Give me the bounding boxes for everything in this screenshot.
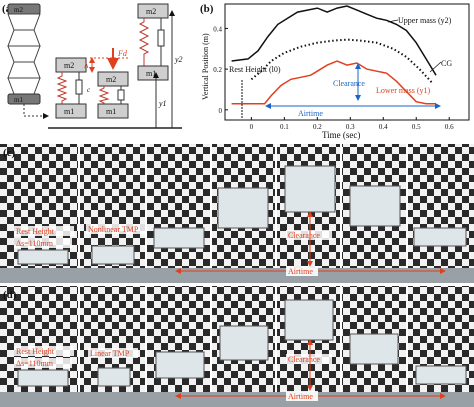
panel-d-label: (d) [3,289,17,301]
y-ticks: 0 0.2 0.4 [213,25,228,115]
x-axis-label: Time (sec) [322,130,360,140]
mass-spring-model-2: m2 m1 Fd Δ [84,48,130,119]
x-tick-label: 0 [250,123,254,131]
robot-sketch: m2 m1 [7,3,41,105]
model2-m1: m1 [106,107,116,116]
x-tick-label: 0.3 [346,123,355,131]
panel-c-airtime: Airtime [288,267,313,276]
panel-a: (a) m2 m1 m2 c m1 [2,3,183,129]
panel-c-rest-height: Rest Height [16,227,55,236]
x-tick-label: 0.6 [445,123,454,131]
series-line-lower-mass-y1- [231,60,436,105]
panel-d-delta: Δs=110mm [16,359,54,368]
delta-label: Δ [84,62,89,70]
model3-m1: m1 [146,69,156,78]
series-line-cg [250,38,434,85]
x-tick-label: 0.1 [280,123,289,131]
robot-m1-label: m1 [14,96,23,104]
panel-c-label: (c) [3,147,16,159]
panel-d-rest-height: Rest Height [16,347,55,356]
y-tick-label: 0.2 [213,66,222,74]
lower-mass-label: Lower mass (y1) [376,86,431,95]
model3-m2: m2 [146,7,156,16]
y-axis-label: Vertical Position (m) [201,33,210,100]
series-lines [231,5,437,105]
series-line-upper-mass-y2- [231,5,437,76]
mass-spring-model-1: m2 c m1 [55,57,91,119]
panel-b-label: (b) [200,3,214,15]
cg-label: CG [441,59,452,68]
panel-c-robots [0,165,474,283]
x-tick-label: 0.4 [379,123,388,131]
clearance-label: Clearance [333,79,365,88]
panel-c: (c) Rest Height Δs=110mm Nonlinear TMP C… [0,144,474,283]
x-tick-label: 0.5 [412,123,421,131]
upper-mass-label: Upper mass (y2) [398,16,452,25]
plot-area [224,3,470,121]
y-tick-label: 0 [219,107,223,115]
y2-label: y2 [174,55,183,64]
x-ticks: 0 0.1 0.2 0.3 0.4 0.5 0.6 [250,117,454,131]
rest-height-label: Rest Height (l0) [229,65,281,74]
x-tick-label: 0.2 [313,123,322,131]
y-tick-label: 0.4 [213,25,222,33]
y1-label: y1 [158,99,167,108]
damper-c-label: c [87,86,91,94]
panel-b: (b) Vertical Position (m) Time (sec) 0 0.… [200,3,470,140]
panel-c-frames [78,144,408,283]
panel-c-clearance: Clearance [288,231,320,240]
airtime-label: Airtime [298,109,323,118]
model2-m2: m2 [106,75,116,84]
model1-m2: m2 [64,61,74,70]
panel-d-airtime: Airtime [288,392,313,401]
panel-d: (d) Rest Height Δs=110mm Linear TMP Clea… [0,286,474,407]
model1-m1: m1 [64,107,74,116]
panel-c-delta: Δs=110mm [16,239,54,248]
force-label: Fd [117,49,128,58]
dashed-arrow [23,104,49,119]
panel-d-clearance: Clearance [288,355,320,364]
panel-d-frames [78,286,408,407]
robot-m2-label: m2 [14,6,23,14]
mass-spring-model-3: m2 m1 y2 y1 [137,3,183,128]
panel-d-tmp-label: Linear TMP [90,349,130,358]
panel-c-tmp-label: Nonlinear TMP [88,225,139,234]
